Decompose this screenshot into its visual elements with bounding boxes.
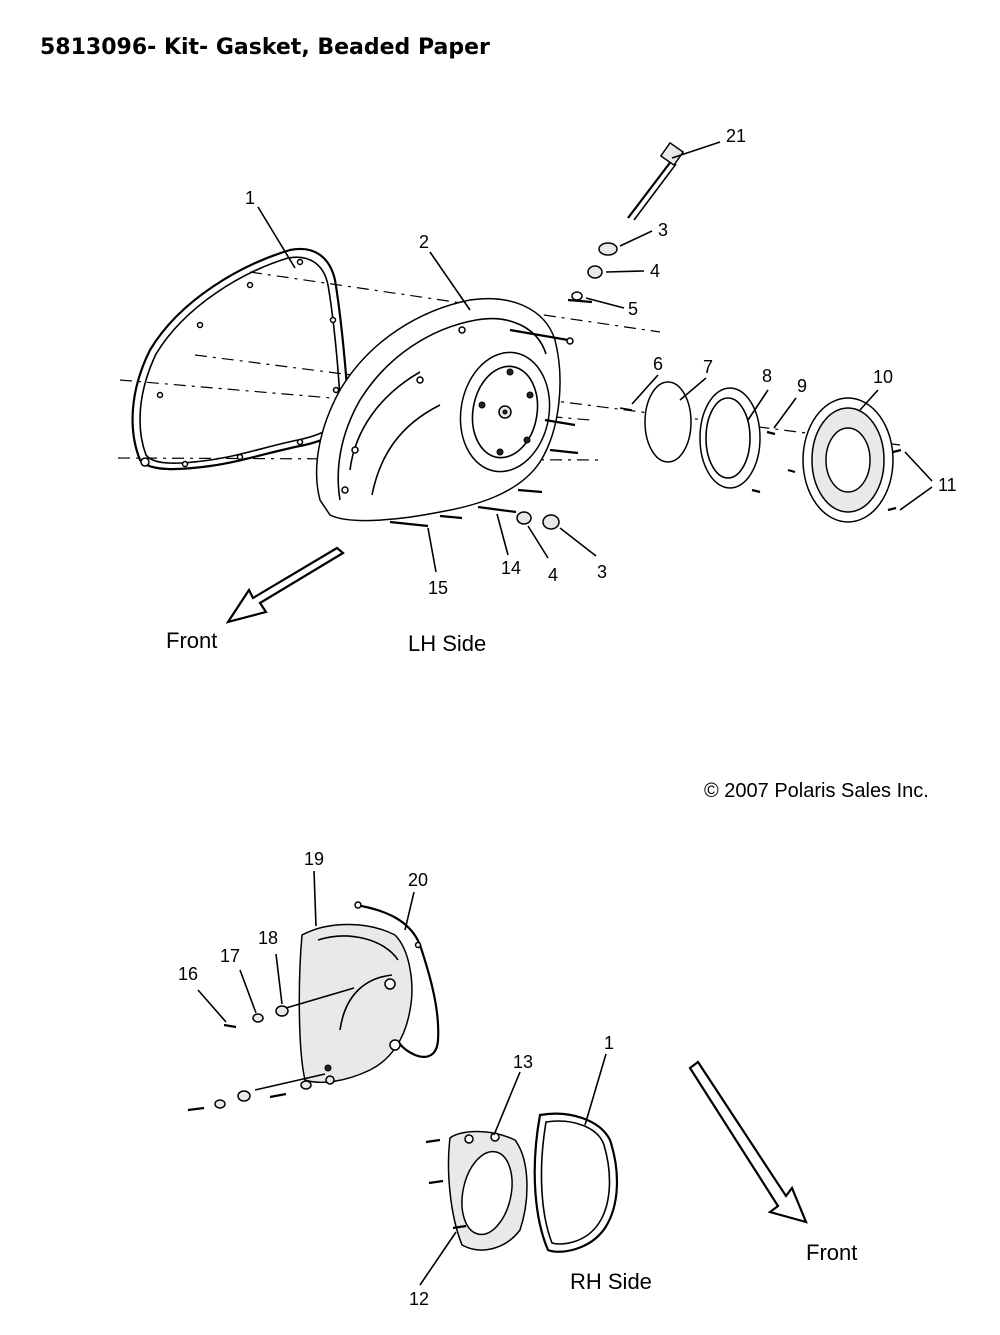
gasket-part-1: [131, 247, 350, 471]
rh-callouts: 19 20 18 17 16 13 1 12: [178, 849, 614, 1309]
callout-1-rh: 1: [604, 1033, 614, 1053]
callout-20: 20: [408, 870, 428, 890]
diagram-title: 5813096- Kit- Gasket, Beaded Paper: [40, 35, 490, 60]
bolt-part-16: [223, 1023, 237, 1029]
screw-part-11b: [887, 506, 897, 512]
rh-leader-lines: [197, 870, 607, 1286]
grommet-part-18: [275, 1005, 289, 1017]
callout-4: 4: [650, 261, 660, 281]
badge-part-10: [802, 397, 894, 523]
callout-11: 11: [938, 475, 957, 495]
gasket-part-1-rh: [533, 1112, 618, 1253]
washer-part-17: [252, 1013, 264, 1023]
copyright: © 2007 Polaris Sales Inc.: [704, 780, 929, 802]
cover-part-19: [298, 923, 413, 1084]
primary-cover-part-2: [315, 297, 561, 522]
bolt-part-14: [477, 505, 517, 514]
bushing-part-4b: [516, 511, 532, 525]
callout-3b: 3: [597, 562, 607, 582]
callout-16: 16: [178, 964, 198, 984]
front-arrow-lh: [225, 546, 345, 624]
lh-leader-lines: [257, 141, 933, 573]
callout-2: 2: [419, 232, 429, 252]
lh-side-label: LH Side: [408, 631, 486, 656]
callout-4b: 4: [548, 565, 558, 585]
bushing-part-4: [587, 265, 603, 279]
rh-side-label: RH Side: [570, 1269, 652, 1294]
callout-18: 18: [258, 928, 278, 948]
seal-part-3b: [542, 514, 560, 530]
callout-17: 17: [220, 946, 240, 966]
callout-13: 13: [513, 1052, 533, 1072]
callout-1: 1: [245, 188, 255, 208]
callout-9: 9: [797, 376, 807, 396]
callout-6: 6: [653, 354, 663, 374]
cover-bolts: [389, 298, 593, 528]
callout-7: 7: [703, 357, 713, 377]
lh-callouts: 1 2 3 4 5 6 7 8 9 10 11 14 15 4 3 21: [245, 126, 957, 598]
cover-part-13: [447, 1130, 528, 1251]
rh-side-assembly: [187, 870, 808, 1286]
inspection-cover-part-8: [699, 387, 761, 489]
callout-10: 10: [873, 367, 893, 387]
front-arrow-rh: [688, 1060, 808, 1224]
seal-part-3: [598, 242, 618, 256]
front-label-rh: Front: [806, 1240, 857, 1265]
callout-14: 14: [501, 558, 521, 578]
ring-part-5: [571, 291, 583, 301]
oring-part-7: [644, 381, 692, 463]
callout-5: 5: [628, 299, 638, 319]
screw-part-11a: [892, 448, 902, 454]
callout-19: 19: [304, 849, 324, 869]
callout-15: 15: [428, 578, 448, 598]
front-label-lh: Front: [166, 628, 217, 653]
callout-12: 12: [409, 1289, 429, 1309]
callout-3: 3: [658, 220, 668, 240]
callout-8: 8: [762, 366, 772, 386]
shaft-part-21: [627, 141, 685, 221]
screw-part-9b: [751, 488, 761, 494]
screw-part-9: [766, 430, 776, 436]
gasket-part-20: [355, 903, 440, 1058]
callout-21: 21: [726, 126, 746, 146]
screw-part-6: [619, 407, 633, 411]
lh-side-assembly: [117, 141, 933, 624]
